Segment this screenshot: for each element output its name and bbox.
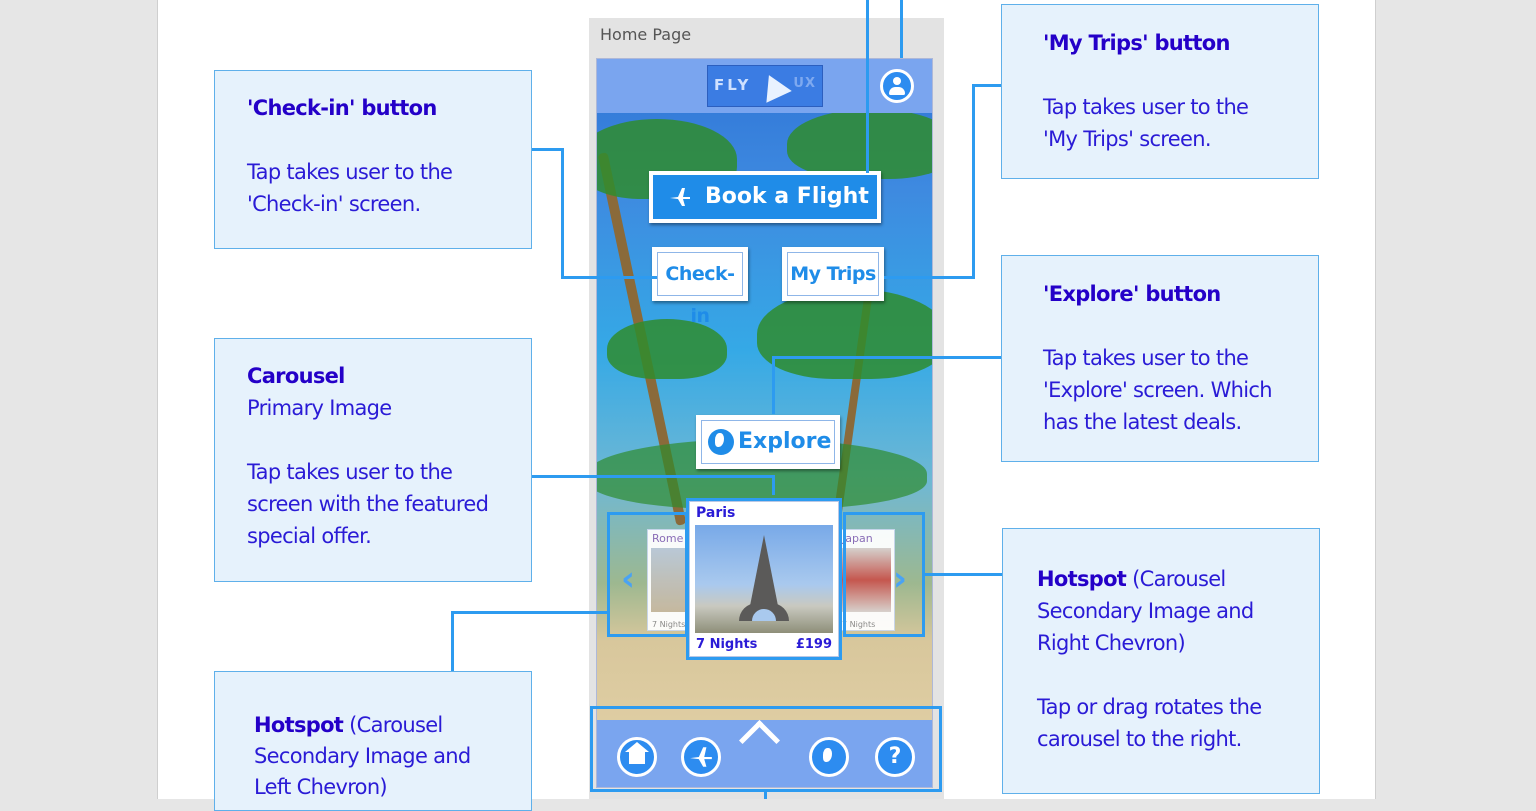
- eiffel-tower-image: [695, 525, 833, 633]
- callout-text: 'Check-in' screen.: [247, 192, 421, 216]
- japan-image: [841, 548, 891, 612]
- connector-line: [561, 148, 564, 279]
- card-price: £199: [795, 637, 832, 652]
- callout-hotspot-left: Hotspot (Carousel Secondary Image and Le…: [214, 671, 532, 811]
- callout-subtitle: Primary Image: [247, 396, 392, 420]
- callout-text: carousel to the right.: [1037, 727, 1242, 751]
- home-icon[interactable]: [617, 737, 657, 777]
- callout-text: Tap takes user to the: [247, 460, 453, 484]
- callout-text: has the latest deals.: [1043, 410, 1242, 434]
- plane-logo-icon: [756, 69, 792, 103]
- airplane-nav-icon[interactable]: [681, 737, 721, 777]
- palm-leaves: [757, 289, 932, 379]
- connector-line: [772, 356, 1002, 359]
- connector-line: [900, 0, 903, 58]
- screen-title: Home Page: [600, 25, 692, 44]
- book-flight-label: Book a Flight: [705, 184, 869, 209]
- check-in-label: Check-in: [657, 252, 743, 327]
- connector-line: [531, 148, 564, 151]
- connector-line: [972, 84, 1002, 87]
- my-trips-label: My Trips: [787, 252, 879, 296]
- callout-title: Carousel: [247, 364, 345, 388]
- connector-line: [451, 611, 609, 614]
- callout-text: special offer.: [247, 524, 372, 548]
- callout-carousel: Carousel Primary Image Tap takes user to…: [214, 338, 532, 582]
- carousel-card-paris[interactable]: Paris 7 Nights £199: [689, 501, 839, 657]
- eiffel-tower-base: [739, 603, 789, 621]
- hotspot-right-outline: [843, 512, 925, 637]
- callout-text: Tap takes user to the: [1043, 346, 1249, 370]
- help-icon[interactable]: ?: [875, 737, 915, 777]
- carousel-card-japan[interactable]: Japan 7 Nights: [837, 529, 895, 631]
- globe-icon: [708, 429, 734, 455]
- card-city: Japan: [842, 532, 873, 545]
- connector-line: [531, 475, 775, 478]
- globe-icon: [816, 744, 842, 770]
- profile-icon[interactable]: [880, 69, 914, 103]
- callout-title: 'My Trips' button: [1043, 31, 1230, 55]
- connector-line: [925, 573, 1003, 576]
- palm-leaves: [787, 109, 932, 179]
- callout-title: 'Explore' button: [1043, 282, 1221, 306]
- bottom-nav-outline: [590, 706, 942, 792]
- globe-nav-icon[interactable]: [809, 737, 849, 777]
- airplane-icon: [670, 188, 690, 206]
- top-bar: FLY UX: [597, 59, 932, 113]
- callout-title: 'Check-in' button: [247, 96, 437, 120]
- connector-line: [972, 84, 975, 279]
- flyux-logo: FLY UX: [707, 65, 823, 107]
- callout-text: screen with the featured: [247, 492, 489, 516]
- book-flight-button[interactable]: Book a Flight: [649, 171, 881, 223]
- callout-title: Hotspot: [254, 713, 344, 737]
- card-nights: 7 Nights: [696, 637, 758, 652]
- connector-line: [451, 611, 454, 672]
- callout-title-rest: (Carousel: [1126, 567, 1226, 591]
- callout-my-trips: 'My Trips' button Tap takes user to the …: [1001, 4, 1319, 179]
- callout-text: Secondary Image and: [1037, 599, 1254, 623]
- logo-suffix: UX: [793, 76, 816, 91]
- explore-label: Explore: [738, 429, 832, 454]
- card-city: Paris: [696, 505, 736, 521]
- connector-line: [866, 0, 869, 173]
- callout-text: Right Chevron): [1037, 631, 1186, 655]
- callout-text: 'Explore' screen. Which: [1043, 378, 1273, 402]
- callout-text: Tap takes user to the: [1043, 95, 1249, 119]
- hotspot-left-outline: [607, 512, 688, 637]
- logo-text: FLY: [714, 76, 752, 94]
- connector-line: [884, 276, 975, 279]
- check-in-button[interactable]: Check-in: [652, 247, 748, 327]
- card-nights: 7 Nights: [652, 620, 686, 629]
- callout-text: 'My Trips' screen.: [1043, 127, 1212, 151]
- chevron-left-icon[interactable]: ‹: [621, 559, 636, 599]
- callout-title-rest: (Carousel: [343, 713, 443, 737]
- callout-title: Hotspot: [1037, 567, 1127, 591]
- callout-text: Tap takes user to the: [247, 160, 453, 184]
- phone-screen: FLY UX Book a Flight Check-in My Trips E…: [596, 58, 933, 788]
- card-city: Rome: [652, 532, 684, 545]
- card-nights: 7 Nights: [842, 620, 876, 629]
- callout-text: Left Chevron): [254, 775, 388, 799]
- airplane-icon: [690, 747, 712, 767]
- connector-line: [764, 792, 767, 799]
- connector-line: [772, 475, 775, 495]
- bottom-nav-bar: ?: [597, 719, 932, 787]
- callout-hotspot-right: Hotspot (Carousel Secondary Image and Ri…: [1002, 528, 1320, 794]
- connector-line: [772, 356, 775, 414]
- callout-text: Secondary Image and: [254, 744, 471, 768]
- connector-line: [561, 276, 657, 279]
- palm-leaves: [607, 319, 727, 379]
- explore-button[interactable]: Explore: [696, 415, 840, 469]
- my-trips-button[interactable]: My Trips: [782, 247, 884, 301]
- chevron-right-icon[interactable]: ›: [893, 559, 908, 599]
- callout-check-in: 'Check-in' button Tap takes user to the …: [214, 70, 532, 249]
- callout-explore: 'Explore' button Tap takes user to the '…: [1001, 255, 1319, 462]
- callout-text: Tap or drag rotates the: [1037, 695, 1262, 719]
